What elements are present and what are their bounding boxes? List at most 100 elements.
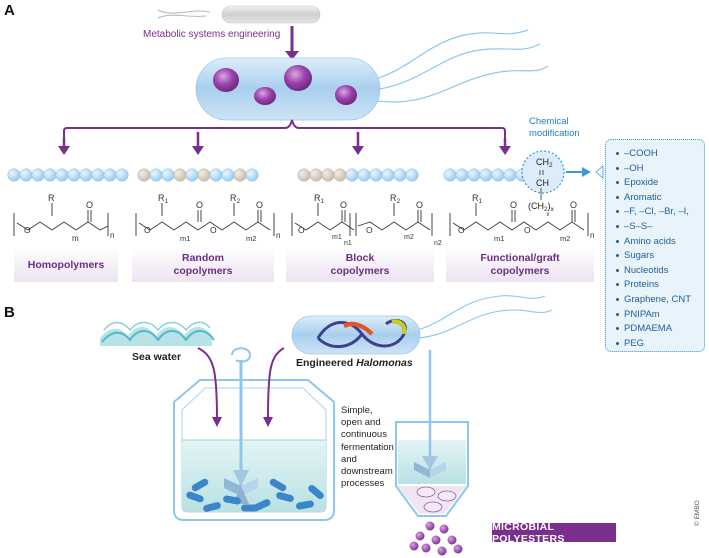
svg-text:O: O [24,225,31,235]
bead [479,168,493,182]
formula-homopolymer: O [13,203,109,236]
chem-mod-line1: Chemical [529,116,569,127]
formula-random [135,203,275,236]
modification-item: Graphene, CNT [616,293,704,308]
modification-item: Nucleotids [616,264,704,279]
bead [309,168,323,182]
modification-item: Sugars [616,249,704,264]
polyester-droplet [431,535,441,545]
bead [405,168,419,182]
formula-m: m [72,234,79,243]
functional-r1: R1 [472,193,483,205]
bead [31,168,45,182]
category-arrows [58,132,511,155]
bead-chains [7,168,541,182]
modification-item: –S–S– [616,220,704,235]
random-n: n [276,231,280,240]
formula-n: n [110,231,114,240]
bead [103,168,117,182]
bead [115,168,129,182]
bead [67,168,81,182]
engineering-arrow-head [285,51,299,60]
bead [297,168,311,182]
bead [149,168,163,182]
side-chain-linker: (CH2)x [528,201,555,213]
polyester-droplet [409,541,419,551]
bead [55,168,69,182]
modification-list: –COOH –OH Epoxide Aromatic –F, –Cl, –Br,… [605,139,705,352]
bead [455,168,469,182]
random-o2: O [210,225,217,235]
bead [173,168,187,182]
bead [43,168,57,182]
random-r2: R2 [230,193,241,205]
formula-block [291,203,433,236]
distribution-bracket [63,119,506,140]
rod-bacterium [186,491,204,503]
random-r1: R1 [158,193,169,205]
polyester-droplet [421,543,431,553]
embo-credit: © EMBO [694,500,701,526]
modification-item: Epoxide [616,176,704,191]
rod-bacterium [308,484,324,500]
bead [503,168,517,182]
modification-item: –COOH [616,147,704,162]
rod-bacterium [296,500,314,510]
bead [19,168,33,182]
functional-o1: O [458,225,465,235]
bead [185,168,199,182]
bead [491,168,505,182]
formula-o-carbonyl: O [86,200,93,210]
bacteria-in-fermenter [186,478,324,512]
engineered-halomonas-label: Engineered Halomonas [296,357,413,369]
modification-item: PDMAEMA [616,322,704,337]
chem-mod-line2: modification [529,128,580,139]
block-n1: n1 [344,240,352,247]
polyester-droplet [415,531,425,541]
rod-bacterium [241,504,259,512]
rod-bacterium [269,478,287,492]
polyester-droplet [425,521,435,531]
functional-carbonyl1: O [510,200,517,210]
bead [161,168,175,182]
functional-m2: m2 [560,234,570,243]
rod-bacterium [203,502,221,512]
functional-m1: m1 [494,234,504,243]
granule [423,501,443,513]
chemical-modification-label: Chemical modification [529,116,580,140]
modification-item: –F, –Cl, –Br, –I, [616,205,704,220]
modification-item: PNIPAm [616,308,704,323]
formula-functional [449,203,589,236]
functional-side-chain [521,150,604,200]
functional-o2: O [524,225,531,235]
engineering-label: Metabolic systems engineering [143,29,281,40]
bead [91,168,105,182]
granule [437,490,457,502]
bead [209,168,223,182]
polyester-droplet [439,524,449,534]
formula-r: R [48,193,55,203]
rod-bacterium [223,495,241,505]
side-chain-ch2: CH2 [536,157,553,169]
bead [233,168,247,182]
bead [357,168,371,182]
small-grey-bacterium [157,5,321,24]
side-chain-ch: CH [536,178,549,188]
bead [369,168,383,182]
modification-item: –OH [616,162,704,177]
modification-item: PEG [616,337,704,352]
rod-bacterium [276,492,294,502]
block-o1: O [298,225,305,235]
random-carbonyl1: O [196,200,203,210]
microbial-polyesters-label: MICROBIAL POLYESTERS [492,521,616,545]
panel-letter-a: A [4,2,15,19]
block-r1: R1 [314,193,325,205]
block-n2: n2 [434,240,442,247]
modification-item: Aromatic [616,191,704,206]
bead [345,168,359,182]
bead [137,168,151,182]
random-carbonyl2: O [256,200,263,210]
polyester-droplets [409,521,463,556]
granule [416,486,436,498]
